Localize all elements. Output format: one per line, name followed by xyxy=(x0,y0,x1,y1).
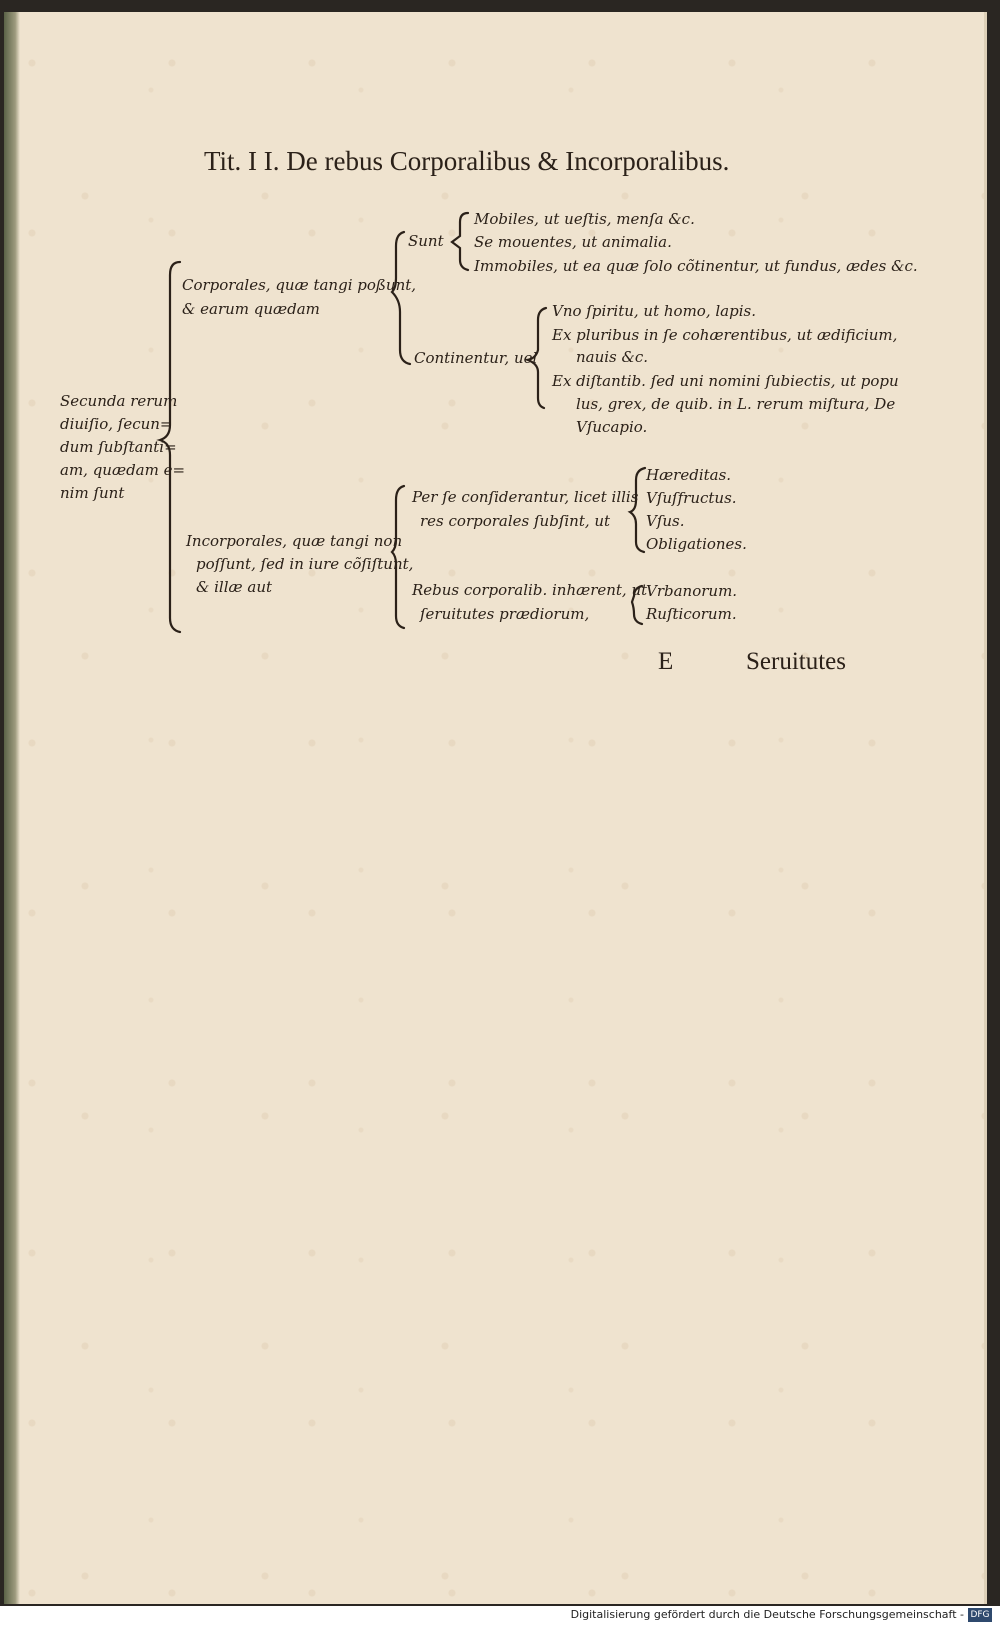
perse-line-1: Per ſe conſiderantur, licet illis xyxy=(412,488,639,506)
corporales-line-2: & earum quædam xyxy=(182,300,320,318)
corporales-line-1: Corporales, quæ tangi poßunt, xyxy=(182,276,417,294)
continentur-item-3: Ex diſtantib. ſed uni nomini ſubiectis, … xyxy=(552,372,899,390)
continentur-brace xyxy=(524,306,548,410)
book-page xyxy=(4,12,987,1604)
perse-brace xyxy=(627,466,647,554)
continentur-item-2b: nauis &c. xyxy=(576,348,649,366)
root-line-2: diuiſio, ſecun= xyxy=(60,415,173,433)
incorporales-line-1: Incorporales, quæ tangi non xyxy=(186,532,403,550)
footer-text: Digitalisierung gefördert durch die Deut… xyxy=(570,1608,964,1621)
root-line-3: dum ſubſtanti= xyxy=(60,438,177,456)
root-line-4: am, quædam e= xyxy=(60,461,186,479)
root-brace xyxy=(156,260,182,634)
root-line-5: nim ſunt xyxy=(60,484,125,502)
perse-item-2: Vſuſfructus. xyxy=(646,489,737,507)
catchword: Seruitutes xyxy=(746,648,846,675)
perse-item-1: Hæreditas. xyxy=(646,466,732,484)
continentur-label: Continentur, uel xyxy=(414,349,538,367)
page-title: Tit. I I. De rebus Corporalibus & Incorp… xyxy=(204,146,730,176)
perse-line-2: res corporales ſubſint, ut xyxy=(420,512,611,530)
rebus-item-2: Ruſticorum. xyxy=(646,605,737,623)
sunt-item-1: Mobiles, ut ueſtis, menſa &c. xyxy=(474,210,695,228)
footer-bar: Digitalisierung gefördert durch die Deut… xyxy=(0,1606,1000,1626)
continentur-item-1: Vno ſpiritu, ut homo, lapis. xyxy=(552,302,756,320)
corporales-brace xyxy=(390,230,412,366)
sunt-item-3: Immobiles, ut ea quæ ſolo cõtinentur, ut… xyxy=(474,257,918,275)
incorporales-line-2: poſſunt, ſed in iure cõſiſtunt, xyxy=(196,555,414,573)
continentur-item-2: Ex pluribus in ſe cohærentibus, ut ædifi… xyxy=(552,326,898,344)
dfg-logo: DFG xyxy=(968,1608,992,1622)
sunt-item-2: Se mouentes, ut animalia. xyxy=(474,233,672,251)
signature-mark: E xyxy=(658,648,674,675)
continentur-item-3b: lus, grex, de quib. in L. rerum miſtura,… xyxy=(576,395,896,413)
book-spine xyxy=(4,12,20,1604)
continentur-item-3c: Vſucapio. xyxy=(576,418,648,436)
rebus-item-1: Vrbanorum. xyxy=(646,582,738,600)
incorporales-line-3: & illæ aut xyxy=(196,578,273,596)
incorporales-brace xyxy=(390,484,406,630)
sunt-label: Sunt xyxy=(408,232,444,250)
sunt-brace xyxy=(450,211,470,272)
rebus-brace xyxy=(630,584,644,626)
perse-item-3: Vſus. xyxy=(646,512,685,530)
rebus-line-2: ſeruitutes prædiorum, xyxy=(420,605,590,623)
root-line-1: Secunda rerum xyxy=(60,392,178,410)
rebus-line-1: Rebus corporalib. inhærent, ut xyxy=(412,581,648,599)
perse-item-4: Obligationes. xyxy=(646,535,747,553)
